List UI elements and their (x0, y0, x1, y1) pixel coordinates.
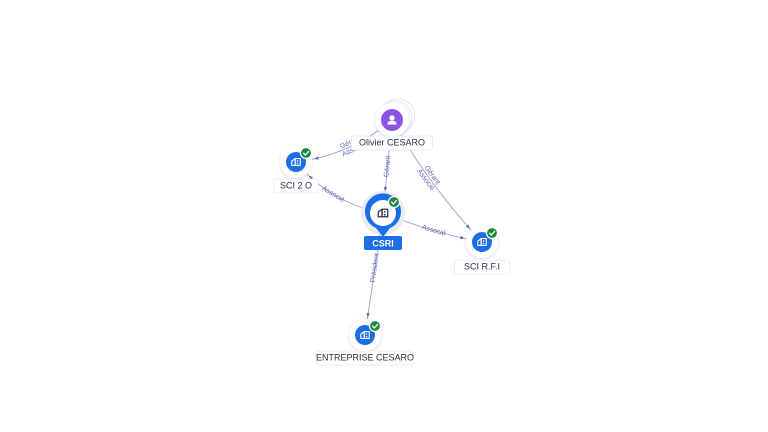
verified-check-icon (387, 195, 401, 209)
node-scirfi[interactable]: SCI R.F.I (454, 226, 510, 275)
node-sci2o[interactable]: SCI 2 O (273, 146, 319, 194)
building-icon (377, 208, 389, 218)
arrow-head-icon (460, 235, 465, 240)
pin-inner-circle (370, 200, 396, 226)
building-icon (291, 158, 301, 166)
node-label: SCI 2 O (280, 180, 312, 190)
building-icon (360, 331, 370, 339)
verified-check-icon (485, 226, 499, 240)
edge-line (391, 119, 483, 243)
focus-badge (364, 236, 402, 250)
edge-label: Gérant (383, 155, 392, 177)
arrow-head-icon (383, 186, 388, 192)
node-label-background (454, 259, 510, 275)
arrow-head-icon (465, 224, 470, 229)
node-label-background (351, 135, 433, 151)
node-label: CSRI (372, 238, 394, 248)
verified-check-icon (368, 319, 382, 333)
verified-check-icon (299, 146, 313, 160)
node-circle (355, 325, 375, 345)
arrow-head-icon (308, 175, 313, 180)
node-label-background (273, 178, 319, 194)
node-circle (286, 152, 306, 172)
node-label: Olivier CESARO (359, 137, 425, 147)
arrow-head-icon (366, 312, 370, 318)
node-label-background (316, 350, 414, 366)
node-label: ENTREPRISE CESARO (316, 352, 414, 362)
node-csri[interactable]: CSRI (361, 191, 405, 250)
node-olivier[interactable]: Olivier CESARO (351, 98, 433, 151)
edge-label: Président (370, 253, 381, 283)
edge-label: Associé (321, 185, 346, 204)
building-icon (477, 238, 487, 246)
node-circle (472, 232, 492, 252)
arrow-head-icon (314, 156, 319, 160)
node-label: SCI R.F.I (464, 261, 500, 271)
person-icon (387, 115, 397, 125)
nodes-layer: Olivier CESARO SCI 2 O CSRI SCI R.F.I ENTREP… (273, 98, 510, 366)
node-entreprise[interactable]: ENTREPRISE CESARO (316, 319, 414, 366)
edge-label: Associé (421, 224, 447, 238)
